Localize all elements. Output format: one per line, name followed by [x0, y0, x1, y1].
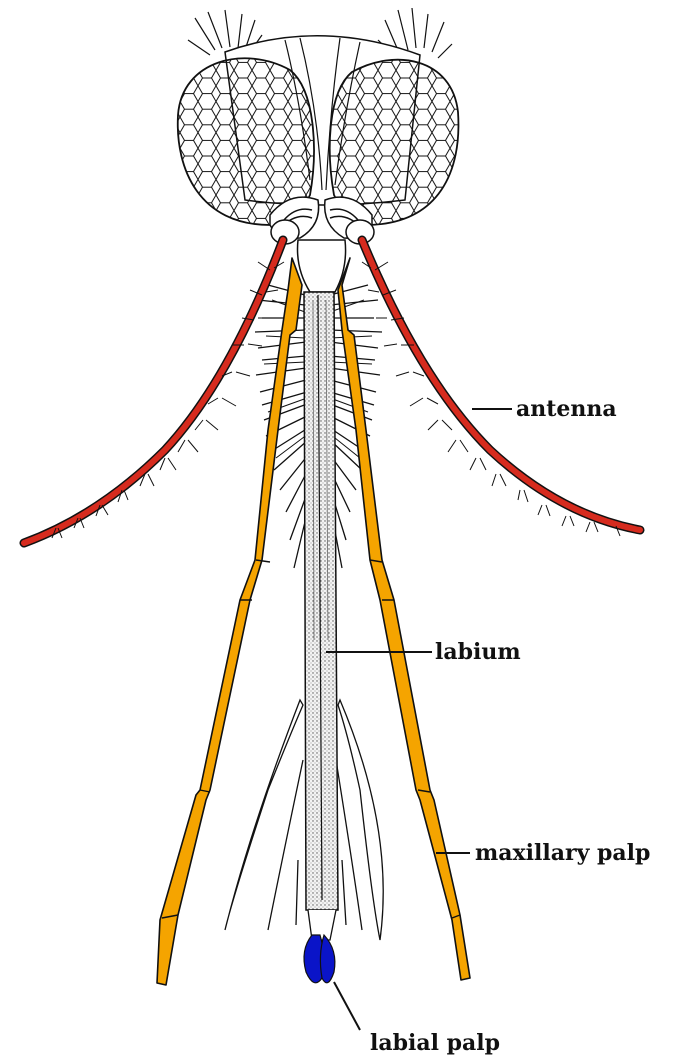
labium-label: labium: [435, 639, 521, 665]
labial-palp-leader: [334, 982, 360, 1030]
antenna-right: [362, 240, 640, 530]
labial-palp-right: [320, 935, 334, 983]
labium: [304, 292, 338, 940]
antenna-left: [24, 240, 283, 543]
maxillary-palp-label: maxillary palp: [475, 840, 650, 866]
labial-palp-label: labial palp: [370, 1030, 500, 1056]
leader-lines: [326, 409, 512, 1030]
labial-palp: [304, 935, 335, 983]
maxillary-palp-right: [338, 258, 470, 980]
stylets: [225, 700, 383, 940]
antenna-label: antenna: [516, 396, 617, 422]
